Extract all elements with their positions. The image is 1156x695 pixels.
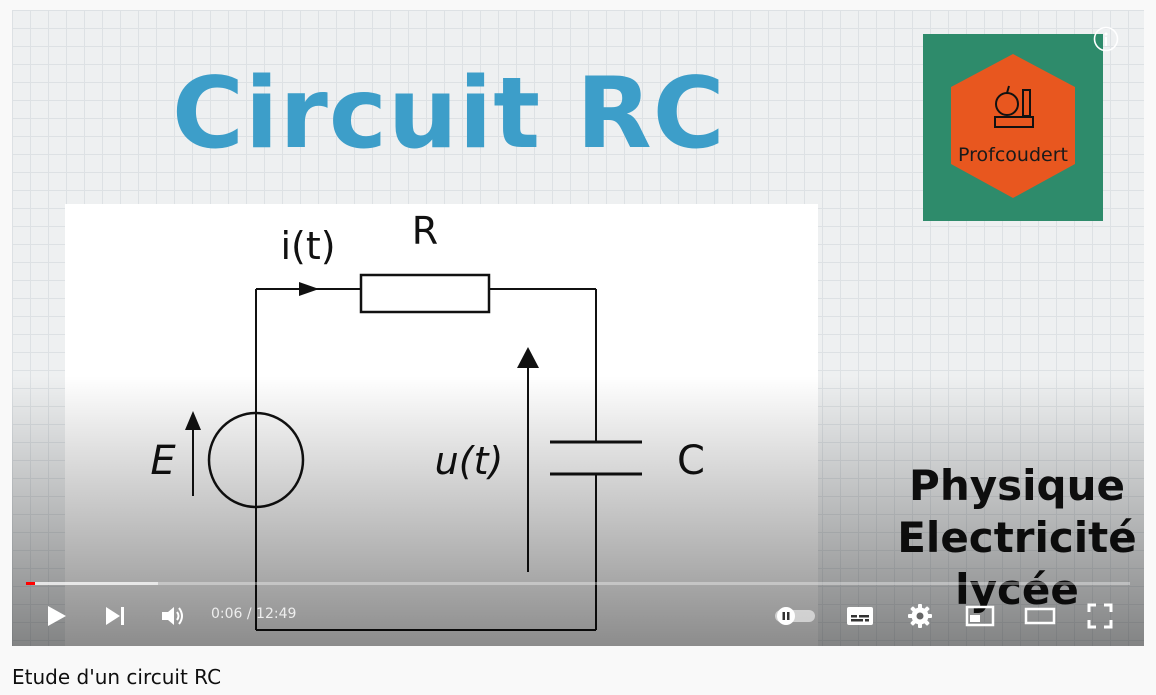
subtitles-icon xyxy=(847,607,873,625)
source-label: E xyxy=(150,438,176,484)
video-player[interactable]: Circuit RC i(t) R E u(t) xyxy=(12,10,1144,646)
miniplayer-icon xyxy=(965,605,995,627)
mute-button[interactable] xyxy=(153,598,193,634)
source-arrow-head xyxy=(185,411,201,430)
volume-icon xyxy=(162,607,183,625)
topic-line-2: Electricité xyxy=(897,513,1137,562)
voltage-label: u(t) xyxy=(435,439,504,483)
channel-logo: Profcoudert xyxy=(923,34,1103,221)
fullscreen-icon xyxy=(1087,603,1113,629)
play-icon xyxy=(48,606,66,626)
settings-button[interactable] xyxy=(900,598,940,634)
theater-mode-button[interactable] xyxy=(1020,598,1060,634)
progress-played xyxy=(26,582,35,585)
topic-overlay: Physique Electricité lycée xyxy=(892,460,1142,616)
subtitles-button[interactable] xyxy=(840,598,880,634)
miniplayer-button[interactable] xyxy=(960,598,1000,634)
current-label: i(t) xyxy=(280,224,335,268)
fullscreen-button[interactable] xyxy=(1080,598,1120,634)
progress-loaded xyxy=(26,582,159,585)
progress-bar[interactable] xyxy=(26,582,1130,585)
current-arrow-icon xyxy=(299,282,319,296)
play-button[interactable] xyxy=(36,598,76,634)
settings-gear-icon xyxy=(908,604,932,628)
theater-mode-icon xyxy=(1024,607,1056,625)
voltage-source-symbol xyxy=(207,411,305,509)
autoplay-toggle-icon xyxy=(775,607,815,625)
resistor-symbol xyxy=(359,273,491,314)
circuit-diagram: i(t) R E u(t) C xyxy=(65,204,818,646)
voltage-arrow-head xyxy=(517,347,539,368)
video-title: Etude d'un circuit RC xyxy=(12,665,222,689)
autoplay-toggle[interactable] xyxy=(772,598,818,634)
svg-text:Profcoudert: Profcoudert xyxy=(958,144,1068,166)
resistor-label: R xyxy=(412,209,438,253)
books-icon xyxy=(994,116,1034,128)
topic-line-1: Physique xyxy=(909,461,1125,510)
next-button[interactable] xyxy=(95,598,135,634)
info-icon[interactable] xyxy=(1093,26,1119,52)
time-display: 0:06 / 12:49 xyxy=(211,606,297,622)
next-icon xyxy=(106,607,124,625)
capacitor-label: C xyxy=(677,438,705,484)
video-frame-title: Circuit RC xyxy=(172,57,726,171)
